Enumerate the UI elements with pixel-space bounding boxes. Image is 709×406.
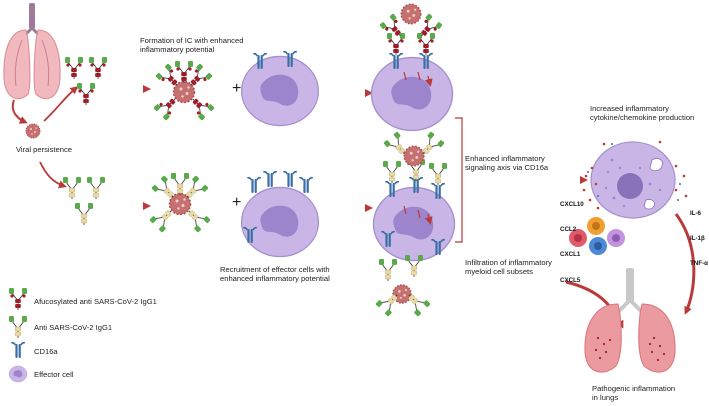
afucosylated-antibodies-group: [64, 56, 108, 106]
viral-persistence-label: Viral persistence: [16, 145, 72, 154]
immune-complex-top: [152, 60, 216, 122]
cytokine-label: IL-1β: [690, 235, 705, 243]
chemokine-label: CXCL10: [560, 201, 584, 208]
formation-ic-label: Formation of IC with enhanced inflammato…: [140, 36, 244, 54]
immune-complex-bottom: [148, 172, 212, 234]
legend-cd16a-icon: [10, 341, 26, 359]
arrow-to-lungs-right: [674, 213, 696, 315]
legend-label-afucosylated: Afucosylated anti SARS-CoV-2 IgG1: [34, 297, 157, 306]
virus-persistence-icon: [25, 123, 41, 139]
legend-afucosylated-igg1-icon: [8, 287, 28, 311]
branch-arrow-bottom: [39, 161, 67, 189]
bracket: [455, 117, 463, 243]
effector-cell-bottom: [240, 170, 320, 258]
chemokine-label: CXCL5: [560, 276, 581, 284]
plus-sign-top: +: [232, 80, 242, 97]
legend-effector-cell-icon: [8, 365, 28, 383]
legend-label-igg1: Anti SARS-CoV-2 IgG1: [34, 323, 113, 332]
plus-sign-bottom: +: [232, 194, 242, 211]
cytokine-label: IL-6: [690, 210, 702, 217]
pathogenic-inflammation-label: Pathogenic inflammation in lungs: [592, 384, 676, 402]
legend-label-effector-cell: Effector cell: [34, 370, 74, 379]
branch-arrow-top: [43, 86, 79, 122]
cytokine-list: IL-6 IL-1β TNF-α: [690, 192, 708, 286]
lungs-inflamed-icon: [584, 268, 676, 373]
chemokine-label: CXCL1: [560, 251, 581, 259]
signaling-axis-label: Enhanced inflammatory signaling axis via…: [465, 154, 549, 172]
lung-to-virus-arrow: [11, 99, 28, 124]
activated-cell-bottom: [372, 130, 456, 318]
plain-antibodies-group: [62, 176, 106, 226]
activated-cell-top: [370, 3, 454, 132]
myeloid-subset-cells: [569, 217, 625, 255]
increased-production-label: Increased inflammatory cytokine/chemokin…: [590, 104, 695, 122]
effector-cell-top: [240, 50, 320, 127]
legend-igg1-icon: [8, 315, 28, 339]
chemokine-list: CXCL10 CCL2 CXCL1 CXCL5: [560, 183, 584, 302]
cytokine-label: TNF-α: [690, 260, 708, 268]
activated-myeloid-cell: [582, 140, 688, 219]
chemokine-label: CCL2: [560, 226, 577, 234]
legend-label-cd16a: CD16a: [34, 347, 58, 356]
recruitment-label: Recruitment of effector cells with enhan…: [220, 265, 330, 283]
infiltration-label: Infiltration of inflammatory myeloid cel…: [465, 258, 552, 276]
lungs-top-icon: [3, 3, 61, 100]
